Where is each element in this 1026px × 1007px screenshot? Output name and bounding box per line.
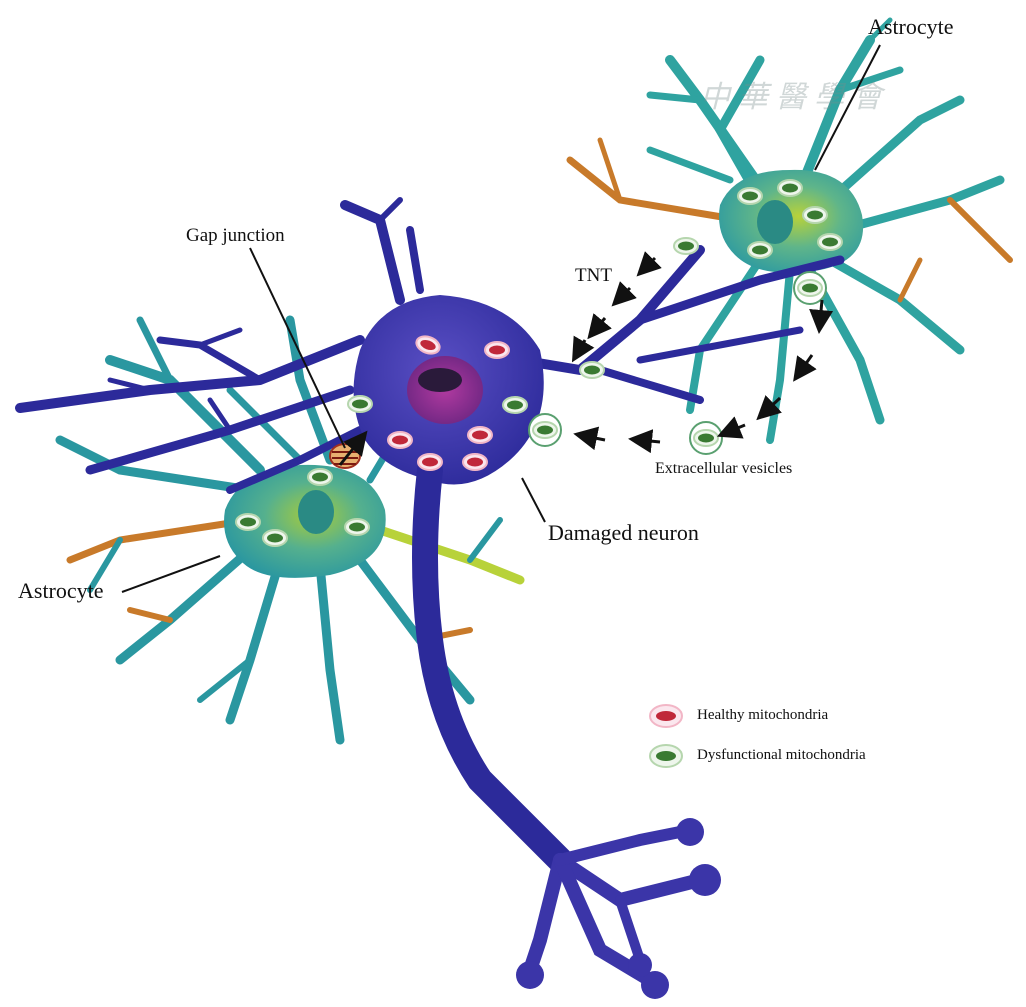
- gap-junction-arrow: [338, 430, 368, 466]
- legend-healthy-icon: [649, 704, 683, 728]
- label-damaged-neuron: Damaged neuron: [548, 520, 699, 545]
- extracellular-vesicle: [689, 421, 723, 455]
- label-astrocyte-left: Astrocyte: [18, 578, 104, 603]
- extracellular-vesicle: [793, 271, 827, 305]
- leader-lines: [121, 44, 881, 593]
- vesicle-arrows: [573, 299, 834, 454]
- legend-healthy-label: Healthy mitochondria: [697, 707, 829, 723]
- label-extracellular-vesicles: Extracellular vesicles: [655, 460, 793, 477]
- watermark: 中華醫學會: [700, 81, 890, 114]
- legend-dysfunctional-label: Dysfunctional mitochondria: [697, 747, 866, 763]
- legend-dysfunctional-icon: [649, 744, 683, 768]
- label-tnt: TNT: [575, 265, 612, 286]
- tnt-arrows: [571, 251, 662, 363]
- label-gap-junction: Gap junction: [186, 225, 285, 246]
- transfer-mitochondria: [528, 271, 827, 455]
- extracellular-vesicle: [528, 413, 562, 447]
- astrocyte-left: [55, 315, 525, 745]
- label-astrocyte-top: Astrocyte: [868, 14, 954, 39]
